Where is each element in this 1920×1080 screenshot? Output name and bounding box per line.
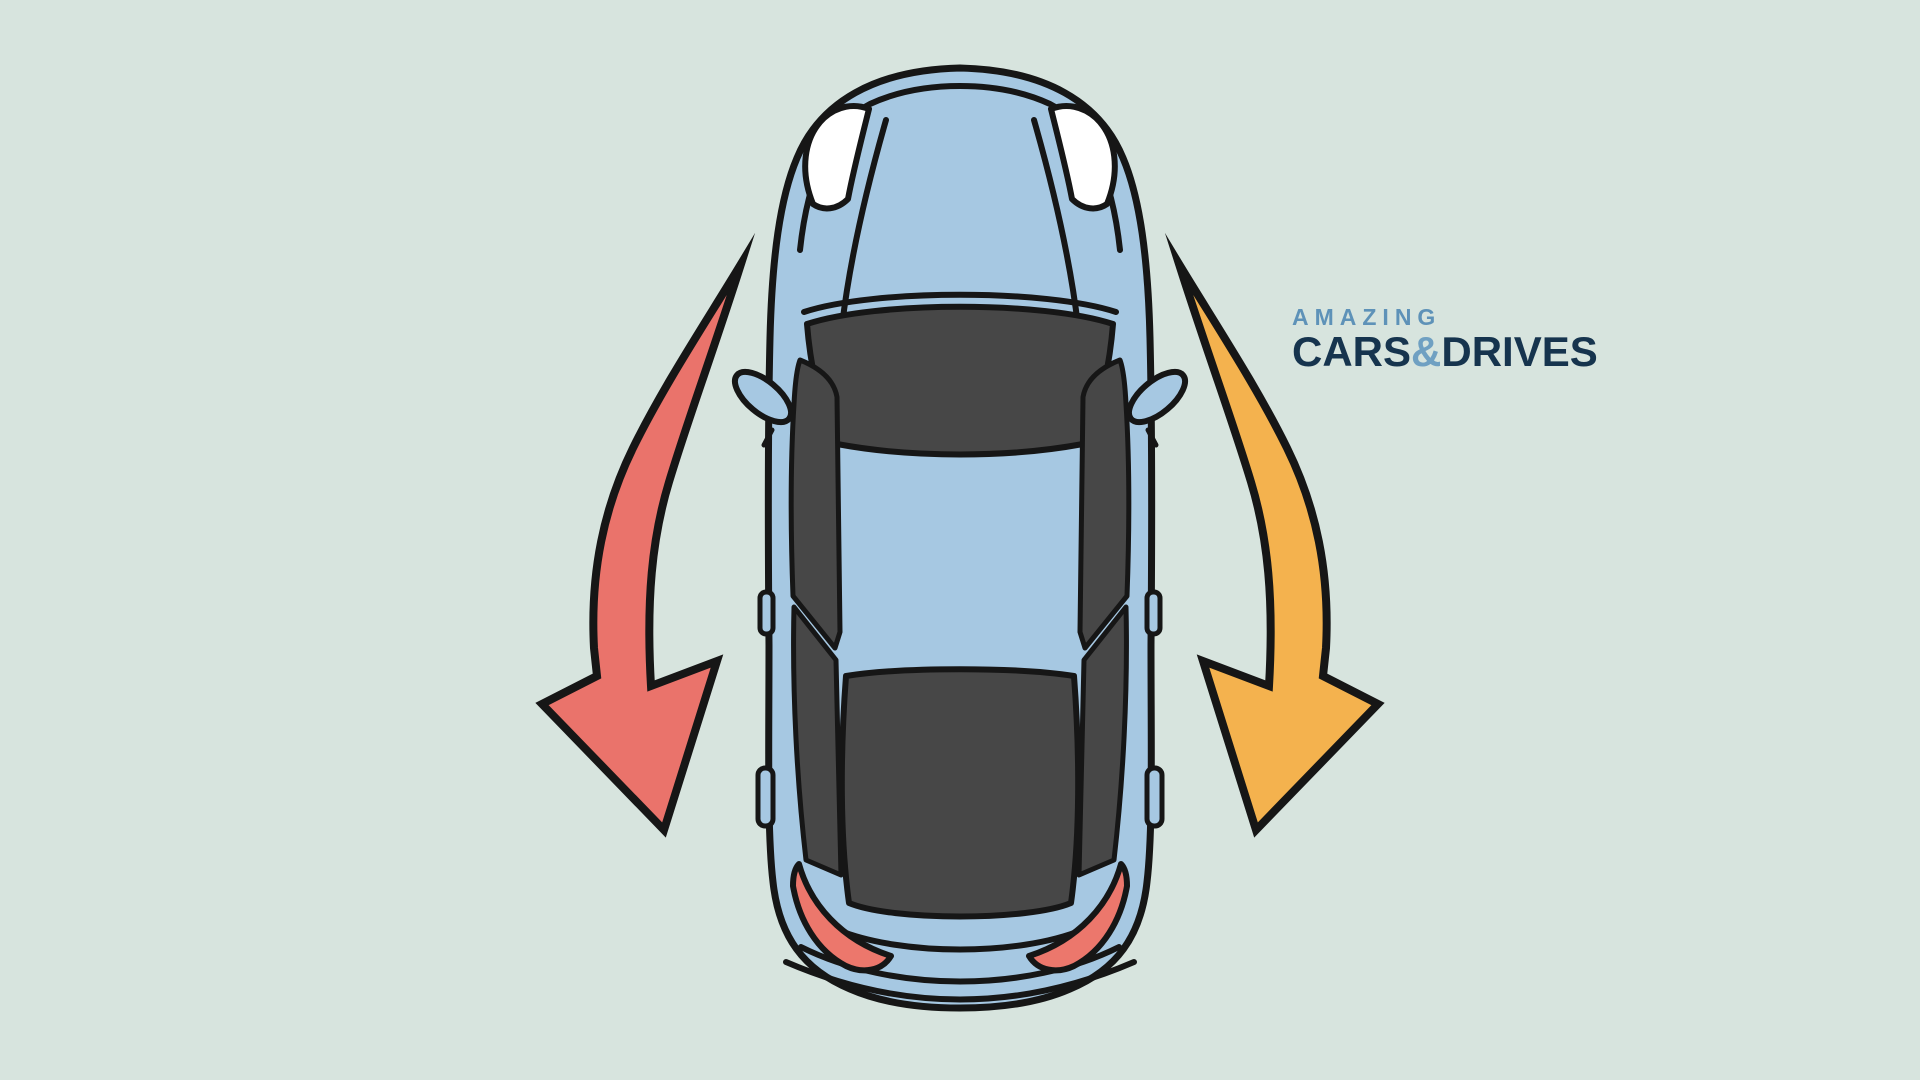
mirror-tick-left	[761, 427, 775, 448]
front-side-window-left	[788, 357, 843, 651]
trunk-line-bumper	[783, 959, 1137, 1003]
headlight-left	[802, 103, 872, 212]
taillight-right	[1026, 861, 1130, 974]
mirror-tick-right	[1145, 427, 1159, 448]
rear-side-window-left	[791, 604, 844, 878]
brand-word-drives: DRIVES	[1441, 328, 1598, 375]
rotation-arrow-left	[535, 232, 756, 838]
brand-word-cars: CARS	[1292, 328, 1412, 375]
brand-logo-top-line: AMAZING	[1292, 304, 1442, 330]
side-mirror-right	[1125, 368, 1189, 426]
rear-side-window-right	[1076, 604, 1129, 878]
curved-down-arrow-left-icon	[535, 232, 756, 838]
rear-window-glass	[838, 666, 1082, 920]
trunk-line-upper	[835, 927, 1085, 953]
taillight-left	[790, 861, 894, 974]
door-handle-front-left	[757, 589, 776, 637]
brand-logo-main-line: CARS&DRIVES	[1292, 331, 1598, 373]
headlight-right	[1048, 103, 1118, 212]
side-mirror-left	[731, 368, 795, 426]
curved-down-arrow-right-icon	[1164, 232, 1385, 838]
cowl-line	[801, 291, 1119, 315]
front-side-window-right	[1077, 357, 1132, 651]
door-handle-rear-left	[755, 765, 776, 829]
door-handle-rear-right	[1144, 765, 1165, 829]
rotation-arrow-right	[1164, 232, 1385, 838]
windshield-glass	[804, 303, 1116, 458]
brand-logo: AMAZING CARS&DRIVES	[1292, 304, 1598, 373]
brand-ampersand: &	[1411, 328, 1442, 375]
car-top-view	[731, 64, 1189, 1012]
door-handle-front-right	[1144, 589, 1163, 637]
